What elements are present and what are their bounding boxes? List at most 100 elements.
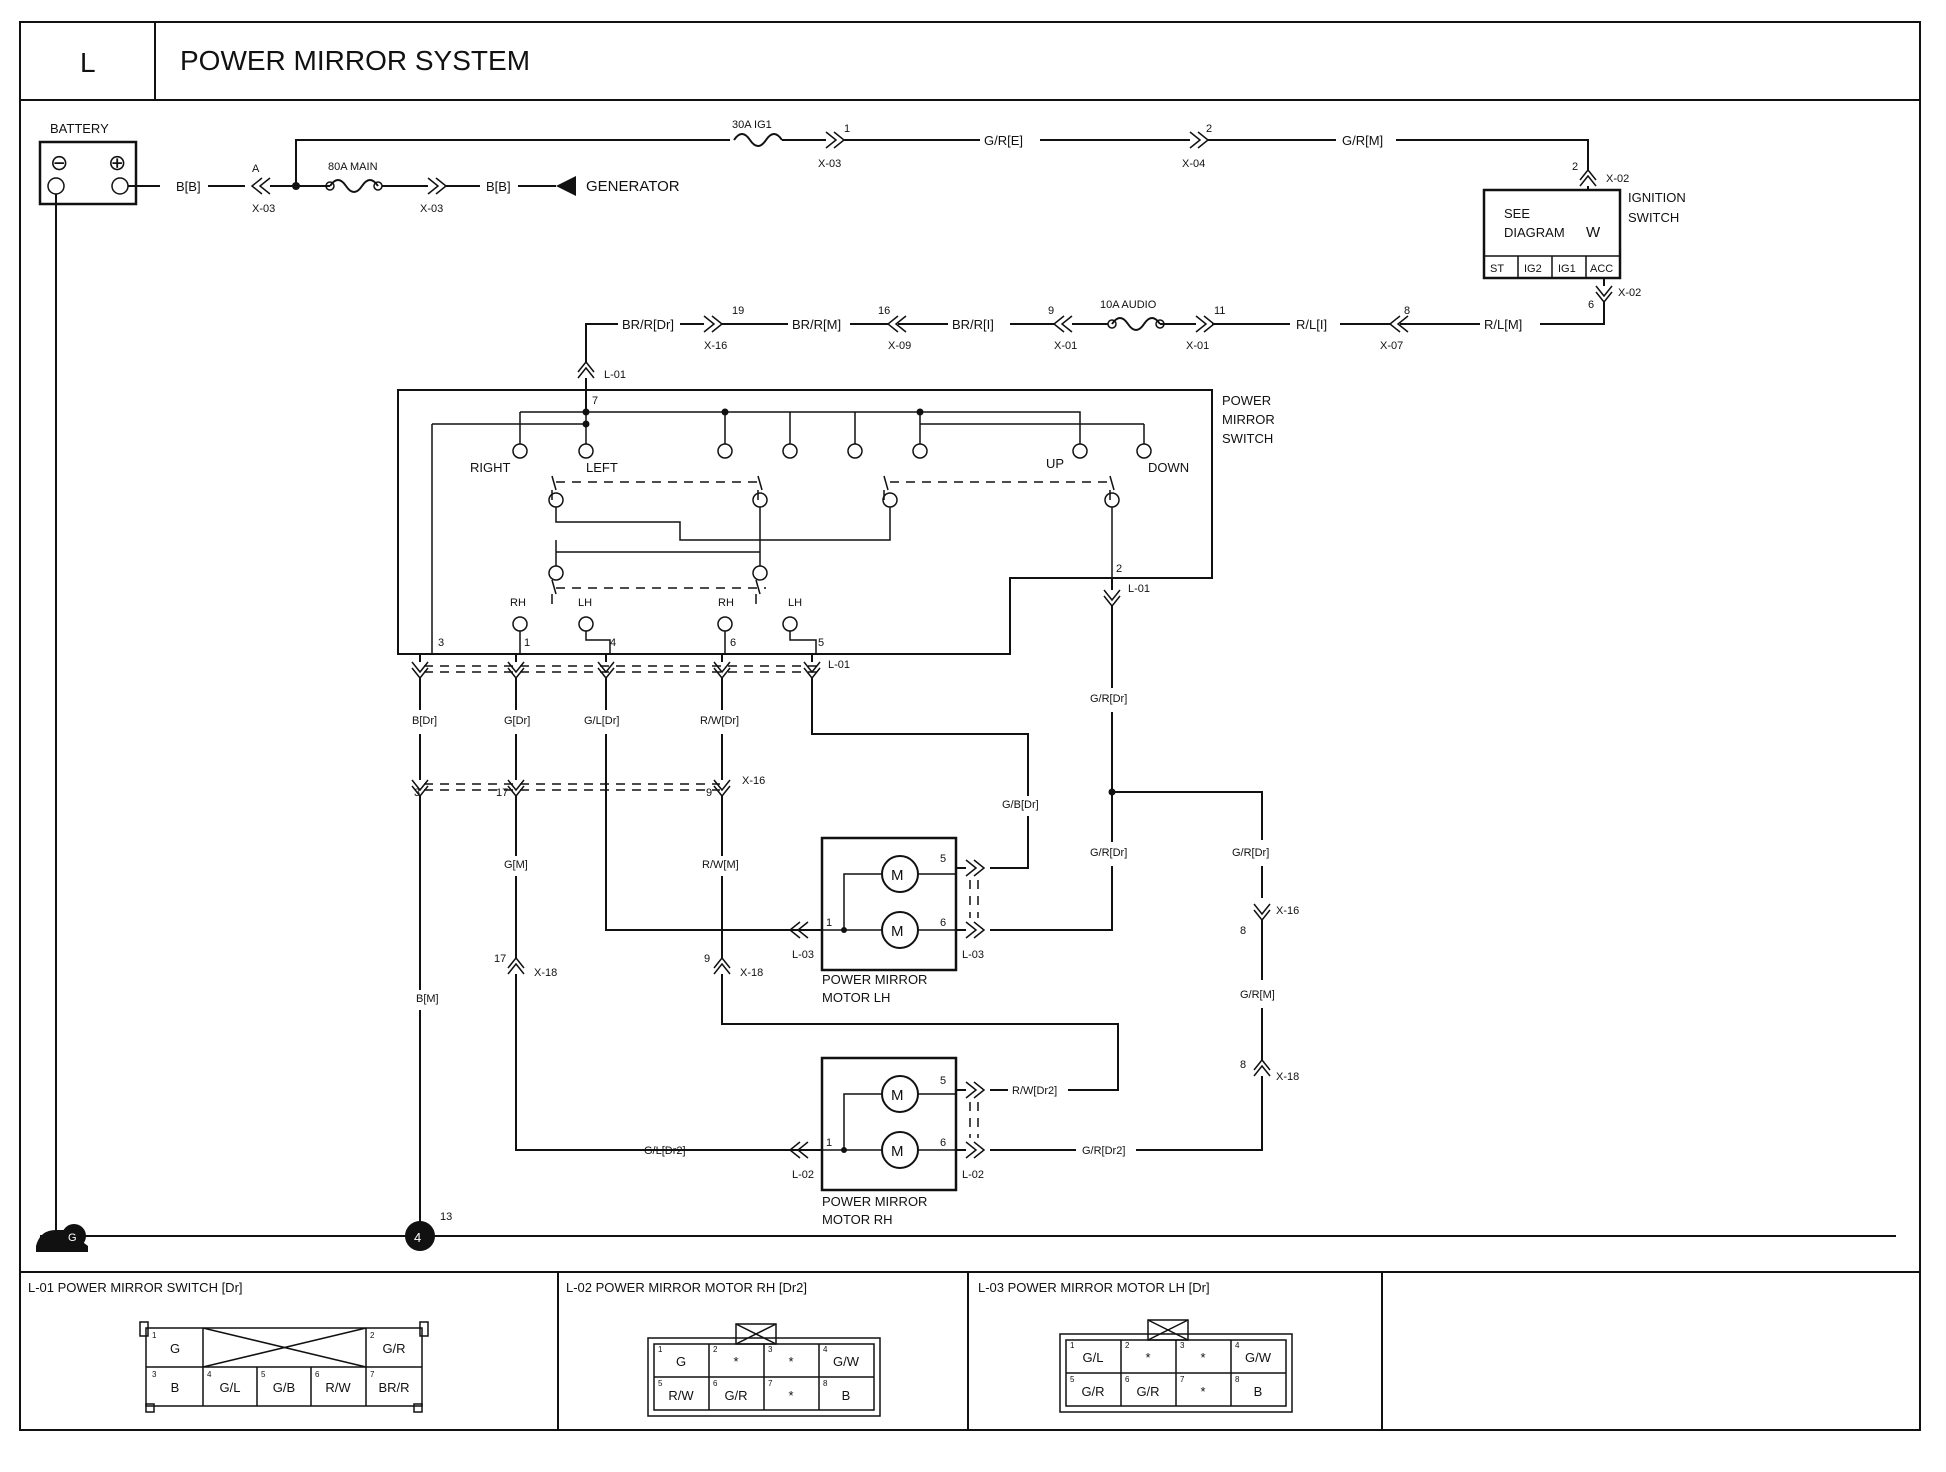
conn-l03-face — [1059, 1319, 1293, 1413]
wire-segment — [419, 654, 813, 662]
l01-cell4: G/L — [220, 1380, 241, 1395]
l01-cell5: G/B — [273, 1380, 295, 1395]
l02-pin2: 2 — [713, 1345, 718, 1354]
l03-cell3: * — [1200, 1350, 1205, 1365]
switch-blade — [551, 579, 761, 604]
connector-symbol — [713, 956, 731, 975]
switch-pin-3: 3 — [438, 637, 444, 649]
wire-label-grm: G/R[M] — [1342, 133, 1383, 148]
switch-contact — [752, 492, 768, 508]
motor-rh-wiring — [822, 1093, 956, 1151]
x18-pin-8: 8 — [1240, 1059, 1246, 1071]
wire-label-brr-m: BR/R[M] — [792, 317, 841, 332]
l03-pin4: 4 — [1235, 1341, 1240, 1350]
wire-segment — [1112, 791, 1263, 840]
x16-pin-3: 3 — [414, 787, 420, 799]
x16-mid-connector — [411, 779, 731, 798]
switch-down-label: DOWN — [1148, 460, 1189, 475]
l02-pin8: 8 — [823, 1379, 828, 1388]
switch-contact — [752, 565, 768, 581]
conn-l02-face — [647, 1323, 881, 1417]
switch-contact — [548, 492, 564, 508]
wire-label-rw-dr: R/W[Dr] — [700, 715, 739, 727]
battery-minus-icon: ⊖ — [50, 150, 68, 175]
switch-pin-4: 4 — [610, 637, 616, 649]
switch-contact — [782, 443, 798, 459]
wire-segment — [956, 867, 966, 931]
ign-st: ST — [1490, 263, 1504, 275]
switch-left-label: LEFT — [586, 460, 618, 475]
switch-pin-6: 6 — [730, 637, 736, 649]
motor-rh-conn-left: L-02 — [792, 1169, 814, 1181]
connector-symbol — [250, 177, 271, 195]
motor-rh-name-2: MOTOR RH — [822, 1212, 893, 1227]
l01-top-label: L-01 — [604, 369, 626, 381]
x04-pin: 2 — [1206, 123, 1212, 135]
connector-group-link — [969, 880, 979, 918]
wire-segment — [811, 678, 1029, 796]
wire-label-b-dr: B[Dr] — [412, 715, 437, 727]
l02-cell1: G — [676, 1354, 686, 1369]
wire-label-brr-dr: BR/R[Dr] — [622, 317, 674, 332]
connector-symbol — [507, 956, 525, 975]
switch-contact — [578, 443, 594, 459]
x18-right-label: X-18 — [1276, 1071, 1299, 1083]
switch-name-2: MIRROR — [1222, 412, 1275, 427]
ground-point-badge — [405, 1221, 435, 1251]
wire-segment — [295, 139, 730, 186]
fuse-main-label: 80A MAIN — [328, 161, 378, 173]
x16-mid-label: X-16 — [742, 775, 765, 787]
wire-label-rl-i: R/L[I] — [1296, 317, 1327, 332]
switch-lh-1: LH — [578, 597, 592, 609]
generator-arrow-icon — [556, 176, 576, 196]
l01-pin2: 2 — [370, 1331, 375, 1340]
fuse-ig1-label: 30A IG1 — [732, 119, 772, 131]
connector-symbol — [1253, 903, 1271, 922]
battery — [38, 140, 138, 206]
switch-contact — [717, 443, 733, 459]
wire-segment — [585, 323, 618, 362]
conn-l03-title: L-03 POWER MIRROR MOTOR LH [Dr] — [978, 1280, 1210, 1295]
x03-label-b: X-03 — [420, 203, 443, 215]
conn-a-label: A — [252, 163, 260, 175]
battery-plus-icon: ⊕ — [108, 150, 126, 175]
l02-pin1: 1 — [658, 1345, 663, 1354]
l03-cell7: * — [1200, 1384, 1205, 1399]
motor-lh-pin6: 6 — [940, 917, 946, 929]
ground-g-label: G — [68, 1232, 77, 1244]
switch-contact — [1136, 443, 1152, 459]
wire-segment — [990, 866, 1113, 931]
l02-pin3: 3 — [768, 1345, 773, 1354]
ground-point-num: 4 — [414, 1230, 421, 1245]
connector-symbol — [825, 131, 846, 149]
fuse-audio-label: 10A AUDIO — [1100, 299, 1157, 311]
switch-bus — [520, 411, 1081, 444]
power-mirror-switch — [397, 389, 1213, 655]
switch-blade — [551, 475, 1115, 500]
l02-pin7: 7 — [768, 1379, 773, 1388]
l01-cell2: G/R — [382, 1341, 405, 1356]
conn-l02-title: L-02 POWER MIRROR MOTOR RH [Dr2] — [566, 1280, 807, 1295]
l01-pin5: 5 — [261, 1370, 266, 1379]
connector-symbol — [788, 921, 809, 939]
l03-cell2: * — [1145, 1350, 1150, 1365]
wire-segment — [1540, 302, 1605, 325]
l02-pin6: 6 — [713, 1379, 718, 1388]
switch-rh-2: RH — [718, 597, 734, 609]
connector-symbol — [1052, 315, 1073, 333]
wire-label-b-m: B[M] — [416, 993, 439, 1005]
switch-pin-2: 2 — [1116, 563, 1122, 575]
l02-cell3: * — [788, 1354, 793, 1369]
l03-pin2: 2 — [1125, 1341, 1130, 1350]
switch-bus — [555, 540, 760, 553]
motor-lh-m2: M — [891, 923, 904, 940]
motor-lh — [820, 836, 958, 972]
x16-right-label: X-16 — [1276, 905, 1299, 917]
x18-pin-9: 9 — [704, 953, 710, 965]
switch-contact — [1072, 443, 1088, 459]
fuse-end — [325, 181, 335, 191]
motor-rh-pin1: 1 — [826, 1137, 832, 1149]
l03-cell6: G/R — [1136, 1384, 1159, 1399]
connector-symbol — [703, 315, 724, 333]
l01-pin1: 1 — [152, 1331, 157, 1340]
